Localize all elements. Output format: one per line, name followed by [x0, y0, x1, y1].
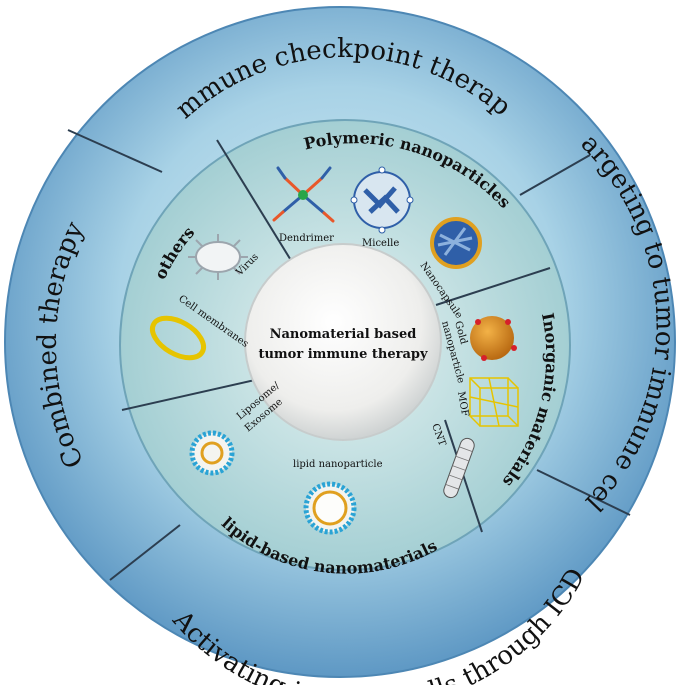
dendrimer-icon: [272, 166, 335, 223]
lipid-nanoparticle-icon: [303, 481, 357, 535]
cnt-icon: [443, 437, 475, 499]
center-title-line1: Nanomaterial based: [270, 327, 417, 342]
micelle-label: Micelle: [362, 238, 399, 249]
center-circle: [244, 243, 442, 441]
micelle-icon: [350, 166, 414, 234]
lipid-nanoparticle-label: lipid nanoparticle: [293, 459, 383, 470]
liposome-icon: [189, 430, 235, 476]
nanocapsule-icon: [430, 217, 482, 269]
dendrimer-label: Dendrimer: [279, 233, 334, 244]
gold-nanoparticle-icon: [470, 316, 517, 361]
mof-label: MOF: [455, 391, 470, 418]
outer-dividers: [67, 129, 631, 581]
virus-icon: [188, 234, 248, 280]
cell-membrane-icon: [149, 315, 207, 361]
mof-icon: [469, 377, 519, 427]
center-title-line2: tumor immune therapy: [258, 347, 427, 362]
